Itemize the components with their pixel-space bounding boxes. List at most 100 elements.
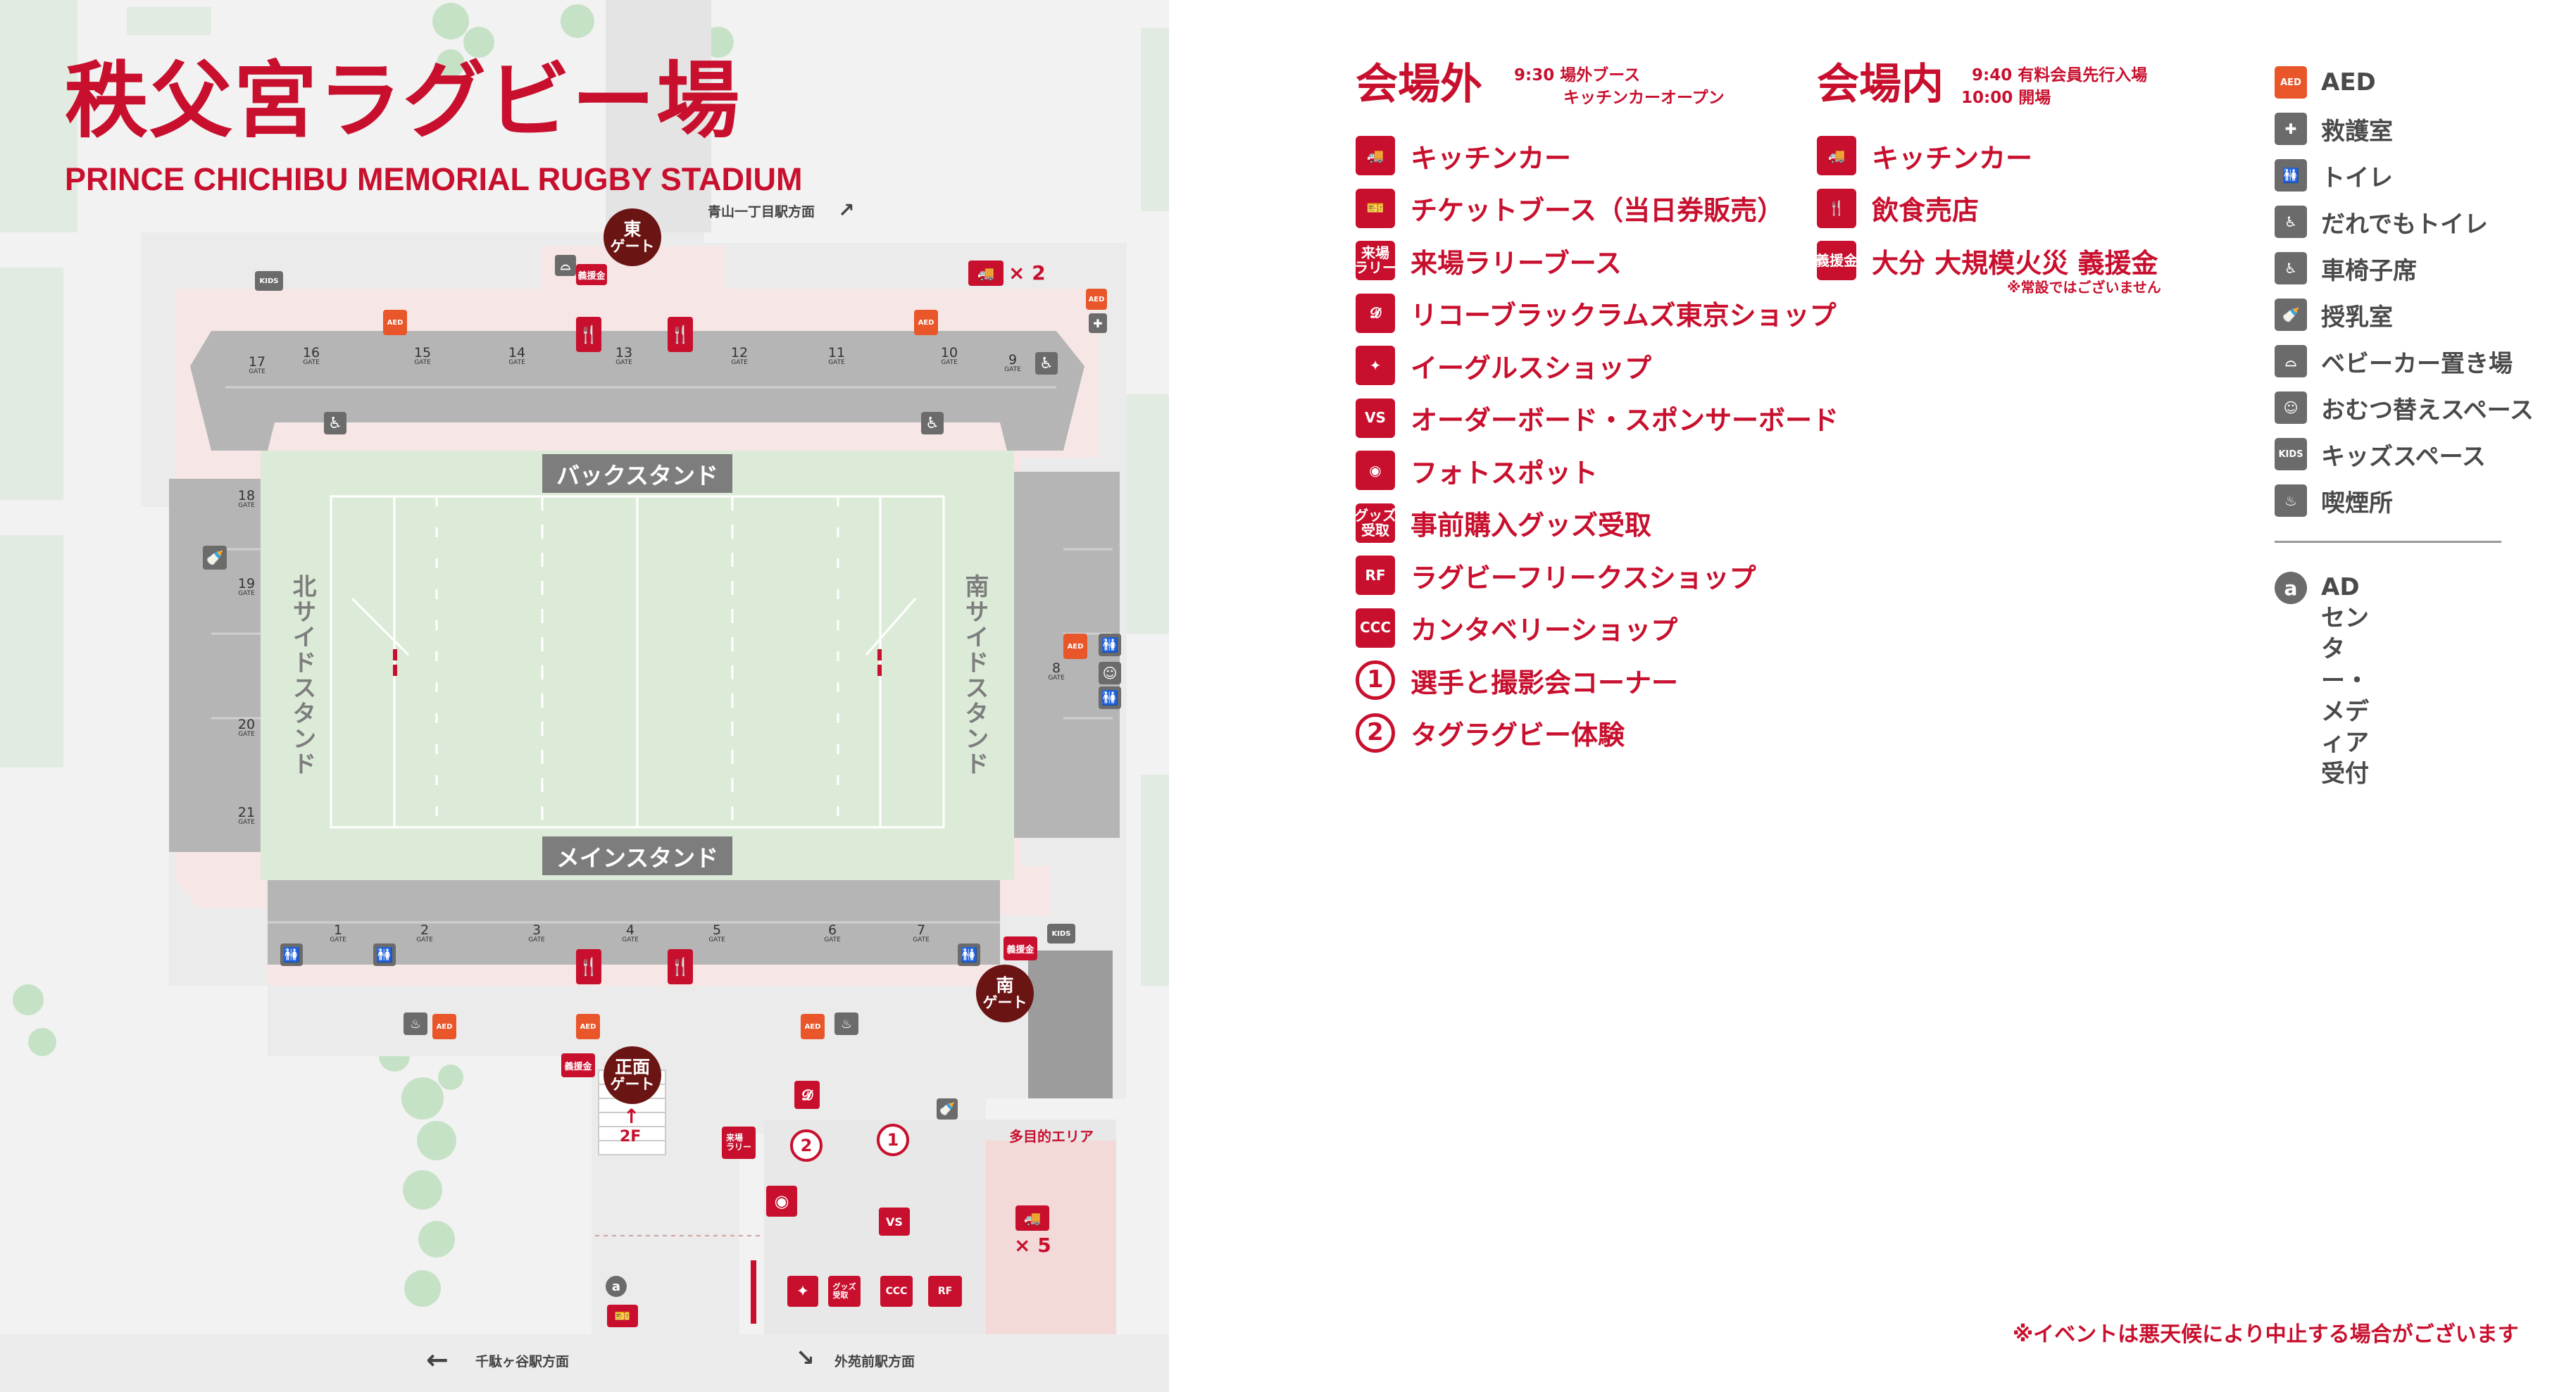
inside-item-label: キッチンカー [1872,142,2033,174]
ad-center-row: a ADセンター・ メディア受付 [2275,572,2369,788]
nursing-icon: 🍼 [2275,299,2307,331]
map-diaper-icon: ☺ [1099,662,1121,684]
inside-note: ※常設ではございません [2007,279,2161,296]
facility-item: 🍼授乳室 [2275,297,2393,332]
outside-item-label: オーダーボード・スポンサーボード [1411,405,1839,436]
freaks-icon: RF [1356,556,1395,595]
map-aed-icon-1: AED [383,310,407,335]
outside-item-label: イーグルスショップ [1411,352,1652,384]
inside-item: 🚚 キッチンカー [1817,135,2032,176]
map-aed-icon-2: AED [914,310,938,335]
facility-item: ✚ 救護室 [2275,111,2393,146]
map-canterbury-icon: CCC [880,1276,913,1307]
circle-2-icon: 2 [1356,713,1395,753]
inside-time-1: 9:40 有料会員先行入場 [1972,66,2148,84]
map-toilet-icon-3: 🚻 [958,943,980,966]
vs-icon: VS [1356,398,1395,438]
map-ad-center-icon: a [606,1276,627,1297]
direction-sendagaya: 千駄ヶ谷駅方面 [475,1354,570,1369]
map-donation-icon-east: 義援金 [576,264,607,285]
facility-divider [2275,541,2501,543]
inside-item-label: 飲食売店 [1872,195,1980,226]
outside-item: ◉フォトスポット [1356,450,1598,491]
up-arrow-icon: ↑ [623,1105,640,1128]
facility-item: ♨喫煙所 [2275,483,2393,518]
map-donation-icon-main: 義援金 [561,1053,595,1077]
outside-item-label: リコーブラックラムズ東京ショップ [1411,300,1837,331]
direction-aoyama: 青山一丁目駅方面 [708,204,815,220]
east-gate: 東ゲート [604,208,661,266]
map-freaks-icon: RF [928,1276,962,1307]
map-toilet-icon-1: 🚻 [280,943,303,966]
outside-item: グッズ 受取事前購入グッズ受取 [1354,503,1651,544]
north-stand-label: 北サイドスタンド [288,574,316,777]
kitchen-x5-label: × 5 [1014,1234,1051,1257]
map-first-aid-icon: ✚ [1089,313,1107,333]
map-nursing-icon-2: 🍼 [937,1098,958,1120]
facility-item-label: キッズスペース [2321,442,2486,471]
facility-item-label: ベビーカー置き場 [2321,349,2513,378]
stroller-icon: ⌓ [2275,345,2307,377]
back-stand-label: バックスタンド [542,454,732,493]
map-food-icon-3: 🍴 [576,949,601,984]
kitchen-car-icon: 🚚 [1817,136,1856,175]
map-wheelchair-icon-1: ♿ [324,412,346,434]
toilet-icon: 🚻 [2275,159,2307,192]
map-wheelchair-icon-2: ♿ [921,412,944,434]
facility-item: KIDS キッズスペース [2275,437,2486,472]
facility-item-label: AED [2321,68,2376,96]
facility-item-label: おむつ替えスペース [2321,396,2534,425]
main-stand-label: メインスタンド [542,836,732,875]
outside-item: 🚚キッチンカー [1356,135,1571,176]
kids-icon: KIDS [2275,438,2307,470]
map-circle-2-icon: 2 [790,1129,823,1162]
first-aid-icon: ✚ [2275,113,2307,145]
map-kids-icon-1: KIDS [255,271,283,291]
map-camera-icon: ◉ [766,1186,797,1217]
facility-item-label: 車椅子席 [2321,256,2417,285]
map-aed-icon-5: AED [432,1014,456,1039]
main-gate: 正面ゲート [604,1046,661,1104]
map-aed-icon-6: AED [801,1014,825,1039]
map-aed-icon-7: AED [576,1014,600,1039]
south-stand-label: 南サイドスタンド [961,574,989,777]
facility-item-label: 喫煙所 [2321,489,2393,518]
map-kitchen-car-icon-2: 🚚 [1015,1205,1049,1231]
arrow-southeast-icon: ↘ [796,1344,815,1371]
map-eagles-icon: ✦ [787,1276,818,1307]
facility-item: 🚻トイレ [2275,158,2393,193]
blacklams-icon: 𝓓 [1356,293,1395,333]
outside-item: 来場 ラリー来場ラリーブース [1354,240,1622,281]
facility-item: ⌓ ベビーカー置き場 [2275,344,2513,379]
map-smoking-icon-2: ♨ [834,1012,858,1035]
map-background [0,0,1169,1392]
map-stroller-icon: ⌓ [555,255,576,276]
facility-item: ☺ おむつ替えスペース [2275,390,2534,425]
facility-item-label: 救護室 [2321,117,2393,146]
accessible-toilet-icon: ♿ [2275,206,2307,238]
map-smoking-icon-1: ♨ [404,1012,427,1035]
map-circle-1-icon: 1 [877,1124,909,1156]
inside-time-2: 10:00 開場 [1961,89,2051,107]
diaper-icon: ☺ [2275,391,2307,424]
outside-item: ✦イーグルスショップ [1356,345,1651,386]
outside-item-label: 来場ラリーブース [1411,247,1622,279]
weather-notice: ※イベントは悪天候により中止する場合がございます [2013,1322,2519,1347]
outside-item-label: 選手と撮影会コーナー [1411,667,1679,698]
